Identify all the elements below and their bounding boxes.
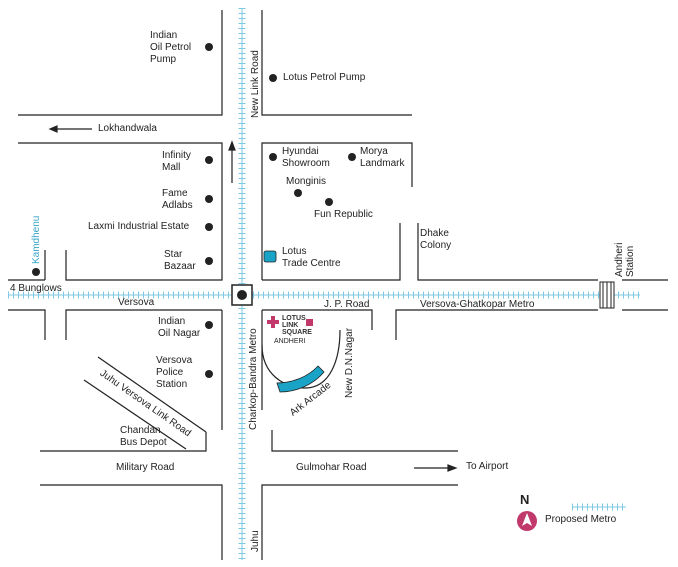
label-lotus-petrol-pump: Lotus Petrol Pump — [283, 72, 366, 83]
road-label-jp-road: J. P. Road — [324, 299, 370, 310]
road-label-charkop-bandra-metro: Charkop-Bandra Metro — [248, 328, 259, 430]
road-label-gulmohar-road: Gulmohar Road — [296, 462, 367, 473]
label-star-bazaar: Star Bazaar — [164, 249, 196, 272]
dot-monginis — [294, 189, 302, 197]
road-edge-military-south-west — [40, 484, 223, 560]
lotus-trade-centre-marker — [263, 250, 277, 263]
road-edge-ne-block — [261, 142, 413, 280]
road-edge-se-right — [395, 309, 598, 340]
label-fame-adlabs: Fame Adlabs — [162, 188, 193, 211]
label-indian-oil-petrol-pump: Indian Oil Petrol Pump — [150, 30, 192, 65]
label-hyundai-showroom: Hyundai Showroom — [282, 146, 330, 169]
project-marker — [267, 316, 313, 328]
road-edge-nw-upper — [18, 10, 223, 116]
metro-lines — [8, 8, 640, 560]
legend-north-label: N — [520, 492, 530, 507]
project-subtitle: ANDHERI — [274, 338, 306, 345]
road-edge-jp-north-mid — [262, 223, 401, 281]
dot-lotus-petrol-pump — [269, 74, 277, 82]
dot-versova-police-station — [205, 370, 213, 378]
road-label-new-dn-nagar: New D.N.Nagar — [344, 327, 355, 398]
landmark-dots — [32, 43, 356, 378]
north-arrow-up — [228, 140, 236, 183]
junction-marker — [231, 284, 253, 306]
dot-fun-republic — [325, 198, 333, 206]
road-edge-sw-top — [65, 309, 222, 340]
road-label-versova-ghatkopar-metro: Versova-Ghatkopar Metro — [420, 299, 535, 310]
road-edge-nw-block — [18, 142, 223, 281]
road-outlines — [8, 10, 668, 560]
ark-arcade-highlight — [276, 365, 325, 393]
dot-morya-landmark — [348, 153, 356, 161]
road-edge-gulmohar-north — [271, 430, 458, 452]
road-label-military-road: Military Road — [116, 462, 175, 473]
dot-kamdhenu — [32, 268, 40, 276]
label-dhake-colony: Dhake Colony — [420, 228, 452, 251]
station-label-kamdhenu: Kamdhenu — [31, 215, 42, 264]
juhu-versova-edge-2 — [83, 379, 187, 450]
label-infinity-mall: Infinity Mall — [162, 150, 191, 173]
legend-proposed-metro-label: Proposed Metro — [545, 514, 617, 525]
road-label-juhu: Juhu — [250, 530, 261, 552]
juhu-versova-edge-1 — [97, 356, 207, 433]
airport-arrow — [414, 464, 458, 472]
road-edge-dn-nagar-curve — [261, 329, 341, 389]
road-label-new-link-road: New Link Road — [250, 50, 261, 118]
direction-arrows — [48, 125, 458, 472]
label-fun-republic: Fun Republic — [314, 209, 373, 220]
legend-graphics — [517, 503, 626, 531]
road-label-versova: Versova — [118, 297, 155, 308]
dot-infinity-mall — [205, 156, 213, 164]
label-chandan-bus-depot: Chandan Bus Depot — [120, 425, 167, 448]
dot-indian-oil-petrol-pump — [205, 43, 213, 51]
road-label-to-airport: To Airport — [466, 461, 509, 472]
road-edge-west-south — [8, 309, 46, 340]
label-morya-landmark: Morya Landmark — [360, 146, 405, 169]
label-versova-police-station: Versova Police Station — [156, 355, 193, 390]
road-edge-jp-north-right — [417, 223, 598, 281]
road-edge-military-north-west — [40, 432, 207, 452]
project-name: LOTUS LINK SQUARE — [282, 315, 312, 336]
label-laxmi-industrial-estate: Laxmi Industrial Estate — [88, 221, 190, 232]
road-edge-se-top — [262, 309, 373, 330]
dot-indian-oil-nagar — [205, 321, 213, 329]
dot-star-bazaar — [205, 257, 213, 265]
road-edge-ne-upper — [261, 10, 412, 116]
road-label-lokhandwala: Lokhandwala — [98, 123, 157, 134]
dot-hyundai-showroom — [269, 153, 277, 161]
label-lotus-trade-centre: Lotus Trade Centre — [282, 246, 341, 269]
road-label-4-bunglows: 4 Bunglows — [10, 283, 62, 294]
lokhandwala-arrow — [48, 125, 92, 133]
label-indian-oil-nagar: Indian Oil Nagar — [158, 316, 201, 339]
dot-fame-adlabs — [205, 195, 213, 203]
road-edge-gulmohar-south — [261, 484, 458, 560]
dot-laxmi-industrial-estate — [205, 223, 213, 231]
andheri-station-marker — [599, 281, 615, 309]
label-monginis: Monginis — [286, 176, 327, 187]
station-label-andheri: Andheri Station — [614, 242, 636, 277]
